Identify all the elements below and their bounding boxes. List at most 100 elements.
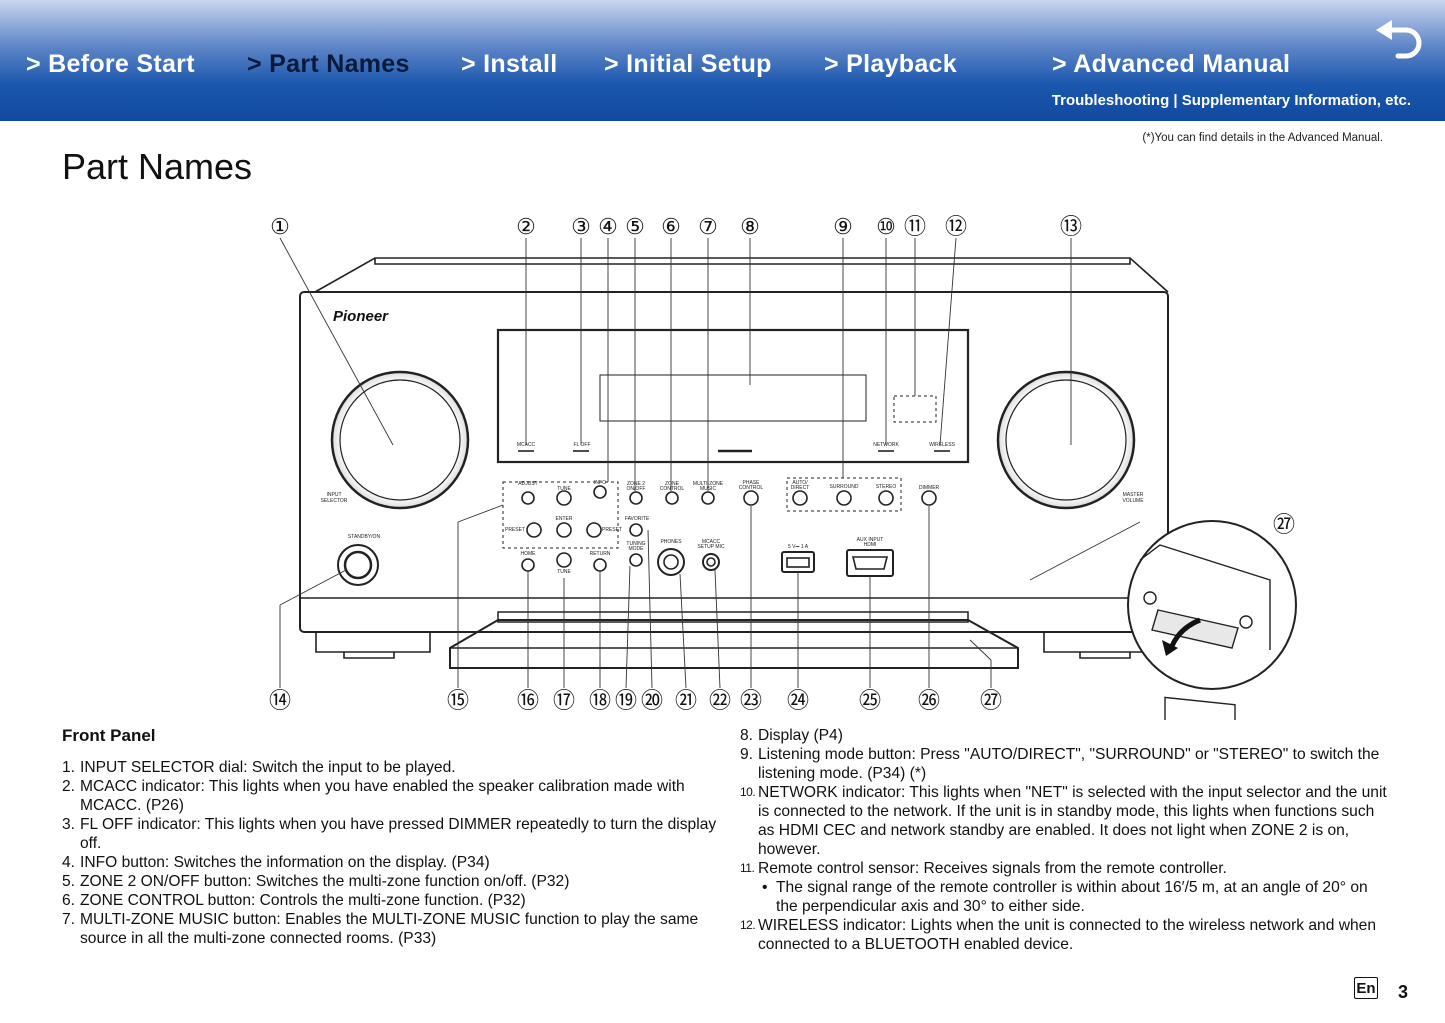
svg-text:STANDBY/ON: STANDBY/ON xyxy=(348,534,381,540)
svg-text:RETURN: RETURN xyxy=(590,551,611,557)
page-number: 3 xyxy=(1398,982,1409,1002)
svg-text:INFO: INFO xyxy=(594,480,606,486)
callouts-bottom: ⑭ ⑮ ⑯ ⑰ ⑱ ⑲ ⑳ ㉑ ㉒ ㉓ ㉔ ㉕ ㉖ ㉗ xyxy=(269,688,1002,713)
svg-text:HOME: HOME xyxy=(521,551,537,557)
svg-text:⑮: ⑮ xyxy=(447,688,469,713)
svg-text:DIMMER: DIMMER xyxy=(919,485,940,491)
svg-text:CONTROL: CONTROL xyxy=(660,486,685,492)
svg-text:④: ④ xyxy=(598,214,618,239)
svg-text:5 V⎓ 1 A: 5 V⎓ 1 A xyxy=(788,544,809,550)
section-title: Front Panel xyxy=(62,726,156,745)
mcacc-mic-jack xyxy=(702,553,720,571)
svg-text:PHASE: PHASE xyxy=(743,480,761,486)
list-item: 9.Listening mode button: Press "AUTO/DIR… xyxy=(740,746,1380,782)
svg-text:AUX INPUT: AUX INPUT xyxy=(857,537,884,543)
svg-text:CONTROL: CONTROL xyxy=(739,485,764,491)
front-panel-list-right: 8.Display (P4) 9.Listening mode button: … xyxy=(740,726,1390,954)
brand-logo: Pioneer xyxy=(333,308,389,325)
front-panel-diagram: Pioneer INPUT SELECTOR MASTER VOLUME STA… xyxy=(269,214,1297,720)
list-item: 1.INPUT SELECTOR dial: Switch the input … xyxy=(62,759,456,776)
advanced-manual-note: (*)You can find details in the Advanced … xyxy=(1142,132,1383,144)
svg-text:㉓: ㉓ xyxy=(740,688,762,713)
svg-text:INPUT: INPUT xyxy=(327,492,342,498)
svg-text:⑬: ⑬ xyxy=(1060,214,1082,239)
list-subitem: •The signal range of the remote controll… xyxy=(762,879,1368,915)
chassis-top xyxy=(314,257,1169,293)
display-window xyxy=(496,328,970,464)
list-item: 10.NETWORK indicator: This lights when "… xyxy=(740,784,1387,858)
svg-text:⑪: ⑪ xyxy=(904,214,926,239)
svg-text:MODE: MODE xyxy=(629,546,645,552)
chassis-body xyxy=(299,291,1169,633)
svg-text:ZONE: ZONE xyxy=(665,481,680,487)
svg-text:㉒: ㉒ xyxy=(709,688,731,713)
svg-text:⑤: ⑤ xyxy=(625,214,645,239)
svg-text:PRESET: PRESET xyxy=(602,527,622,533)
list-item: 3.FL OFF indicator: This lights when you… xyxy=(62,816,717,852)
nav-troubleshooting-link[interactable]: Troubleshooting | Supplementary Informat… xyxy=(1051,92,1411,109)
input-selector-dial xyxy=(330,370,470,510)
nav-initial-setup[interactable]: > Initial Setup xyxy=(604,50,772,78)
nav-advanced-manual[interactable]: > Advanced Manual xyxy=(1052,50,1291,78)
svg-text:WIRELESS: WIRELESS xyxy=(929,442,956,448)
svg-text:⑨: ⑨ xyxy=(833,214,853,239)
list-item: 4.INFO button: Switches the information … xyxy=(62,854,490,871)
svg-text:ZONE 2: ZONE 2 xyxy=(627,481,645,487)
svg-text:STEREO: STEREO xyxy=(876,484,897,490)
svg-text:⑩: ⑩ xyxy=(876,214,896,239)
svg-text:⑲: ⑲ xyxy=(615,688,637,713)
language-badge: En xyxy=(1354,977,1378,999)
svg-text:⑯: ⑯ xyxy=(517,688,539,713)
svg-text:MCACC: MCACC xyxy=(702,539,721,545)
svg-text:⑦: ⑦ xyxy=(698,214,718,239)
svg-text:SURROUND: SURROUND xyxy=(830,484,859,490)
header-bar: > Before Start > Part Names > Install > … xyxy=(0,0,1445,121)
svg-text:㉕: ㉕ xyxy=(859,688,881,713)
front-panel-list-left: Front Panel 1.INPUT SELECTOR dial: Switc… xyxy=(62,726,722,948)
svg-text:PHONES: PHONES xyxy=(660,539,682,545)
svg-text:FL OFF: FL OFF xyxy=(573,442,590,448)
svg-text:㉖: ㉖ xyxy=(918,688,940,713)
svg-text:③: ③ xyxy=(571,214,591,239)
phones-jack xyxy=(657,548,685,576)
svg-text:㉔: ㉔ xyxy=(787,688,809,713)
front-door xyxy=(449,619,1019,669)
list-item: 8.Display (P4) xyxy=(740,727,843,744)
nav-part-names[interactable]: > Part Names xyxy=(247,50,410,78)
svg-text:TUNING: TUNING xyxy=(626,541,645,547)
svg-text:②: ② xyxy=(516,214,536,239)
svg-text:ENTER: ENTER xyxy=(556,516,573,522)
svg-text:TUNE: TUNE xyxy=(557,486,571,492)
nav-install[interactable]: > Install xyxy=(461,50,558,78)
svg-text:⑧: ⑧ xyxy=(740,214,760,239)
list-item: 11.Remote control sensor: Receives signa… xyxy=(740,860,1227,877)
list-item: 2.MCACC indicator: This lights when you … xyxy=(62,778,685,814)
svg-text:⑥: ⑥ xyxy=(661,214,681,239)
svg-text:㉗: ㉗ xyxy=(1273,512,1295,537)
svg-text:HDMI: HDMI xyxy=(864,542,877,548)
svg-text:FAVORITE: FAVORITE xyxy=(625,516,650,522)
list-item: 6.ZONE CONTROL button: Controls the mult… xyxy=(62,892,526,909)
svg-text:⑰: ⑰ xyxy=(553,688,575,713)
svg-text:ON/OFF: ON/OFF xyxy=(627,486,646,492)
svg-text:㉗: ㉗ xyxy=(980,688,1002,713)
callouts-top: ① ② ③ ④ ⑤ ⑥ ⑦ ⑧ ⑨ ⑩ ⑪ ⑫ ⑬ ㉗ xyxy=(270,214,1295,537)
list-item: 5.ZONE 2 ON/OFF button: Switches the mul… xyxy=(62,873,570,890)
svg-text:①: ① xyxy=(270,214,290,239)
nav-before-start[interactable]: > Before Start xyxy=(26,50,195,78)
svg-text:⑫: ⑫ xyxy=(945,214,967,239)
standby-button xyxy=(337,544,379,586)
svg-text:⑱: ⑱ xyxy=(589,688,611,713)
nav-playback[interactable]: > Playback xyxy=(824,50,957,78)
svg-text:⑭: ⑭ xyxy=(269,688,291,713)
svg-text:ADJUST: ADJUST xyxy=(518,481,537,487)
door-open-inset xyxy=(1029,520,1297,720)
svg-text:DIRECT: DIRECT xyxy=(791,485,810,491)
svg-text:TUNE: TUNE xyxy=(557,569,571,575)
svg-text:PRESET: PRESET xyxy=(505,527,525,533)
svg-text:㉑: ㉑ xyxy=(675,688,697,713)
list-item: 12.WIRELESS indicator: Lights when the u… xyxy=(740,917,1377,953)
page-title: Part Names xyxy=(62,146,253,187)
back-arrow-icon[interactable] xyxy=(1372,18,1424,62)
svg-text:VOLUME: VOLUME xyxy=(1122,498,1144,504)
